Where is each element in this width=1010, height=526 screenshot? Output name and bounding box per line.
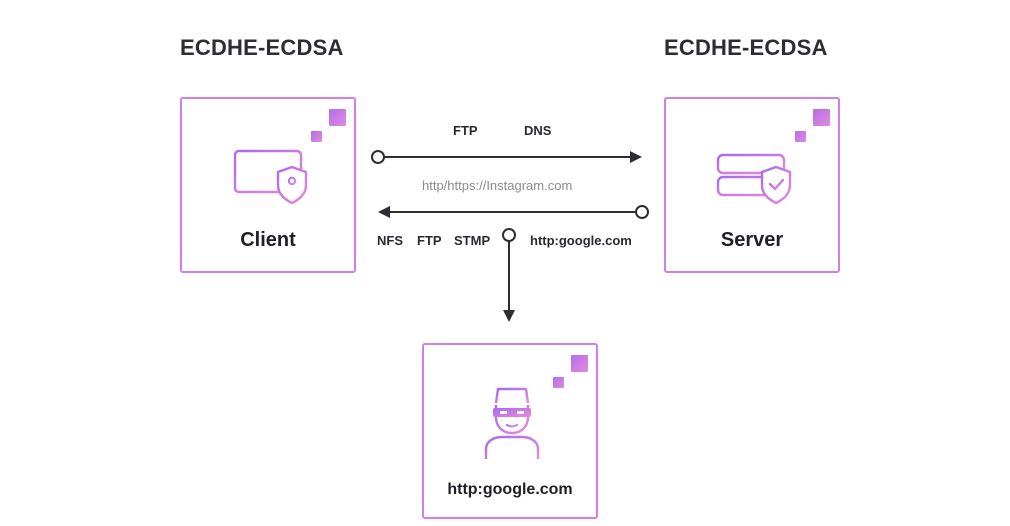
decor-square-large <box>813 109 830 126</box>
attacker-label: http:google.com <box>447 481 573 498</box>
instagram-url-text: http/https://Instagram.com <box>422 178 573 193</box>
bottom-url-label: http:google.com <box>530 233 632 248</box>
server-shield-icon <box>716 147 796 216</box>
decor-square-small <box>795 131 806 142</box>
server-cipher-heading: ECDHE-ECDSA <box>664 35 828 60</box>
spy-hacker-icon <box>482 383 542 468</box>
monitor-shield-icon <box>232 147 312 216</box>
server-node: Server <box>664 97 840 273</box>
bottom-protocol-ftp: FTP <box>417 233 442 248</box>
bottom-protocol-stmp: STMP <box>454 233 491 248</box>
client-label: Client <box>240 229 296 251</box>
server-to-client-arrow <box>378 205 649 219</box>
decor-square-small <box>311 131 322 142</box>
top-protocol-dns: DNS <box>524 123 552 138</box>
decor-square-large <box>329 109 346 126</box>
decor-square-large <box>571 355 588 372</box>
intercept-arrow <box>502 228 516 322</box>
attacker-node: http:google.com <box>422 343 598 519</box>
server-label: Server <box>720 229 784 251</box>
top-protocol-ftp: FTP <box>453 123 478 138</box>
decor-square-small <box>553 377 564 388</box>
client-node: Client <box>180 97 356 273</box>
bottom-protocol-nfs: NFS <box>377 233 403 248</box>
client-to-server-arrow <box>371 150 642 164</box>
client-cipher-heading: ECDHE-ECDSA <box>180 35 344 60</box>
